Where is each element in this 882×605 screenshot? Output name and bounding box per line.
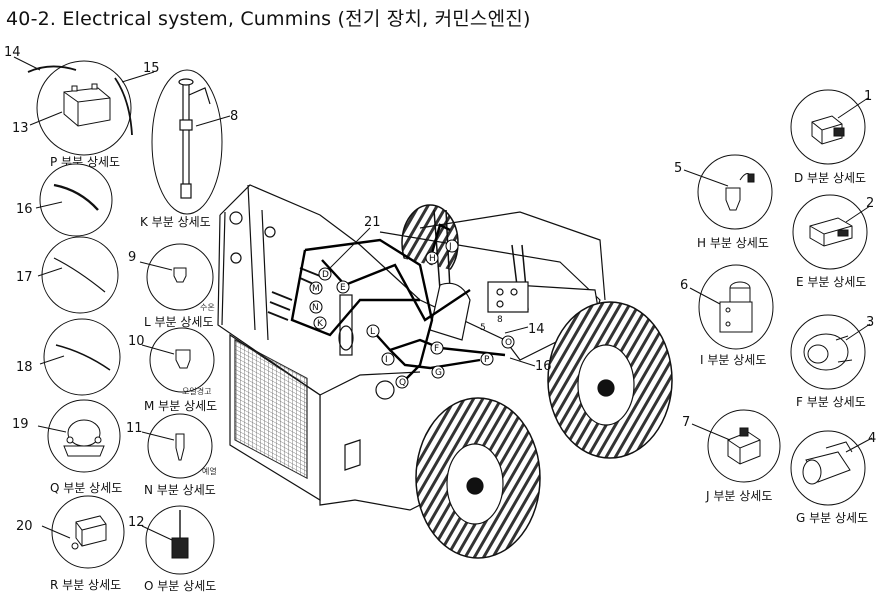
detail-h: 5 H 부분 상세도 <box>674 154 773 250</box>
callout-7: 7 <box>682 415 690 430</box>
caption-q: Q 부분 상세도 <box>50 481 122 495</box>
note-m: 오일경고 <box>182 386 211 396</box>
harness-markers <box>309 239 515 389</box>
caption-h: H 부분 상세도 <box>697 236 769 250</box>
caption-n: N 부분 상세도 <box>144 483 216 497</box>
detail-r: 20 R 부분 상세도 <box>16 495 125 592</box>
svg-text:H: H <box>429 254 436 264</box>
note-n: 예열 <box>202 466 217 476</box>
callout-16: 16 <box>16 202 33 217</box>
caption-j: J 부분 상세도 <box>705 489 772 503</box>
callout-3: 3 <box>866 315 874 330</box>
detail-q: 19 Q 부분 상세도 <box>12 399 122 495</box>
detail-j: 7 J 부분 상세도 <box>682 409 781 503</box>
detail-k: 8 K 부분 상세도 <box>140 69 238 229</box>
note-l: 수온 <box>200 303 215 312</box>
solenoid-icon <box>719 281 753 333</box>
svg-text:K: K <box>317 319 324 329</box>
detail-e: 2 E 부분 상세도 <box>792 194 874 289</box>
svg-text:I: I <box>385 355 388 365</box>
harness-marker-labels: D E J H M N K L I F G P O Q 5 8 <box>312 242 512 388</box>
detail-n: 11 예열 N 부분 상세도 <box>126 413 217 497</box>
caption-k: K 부분 상세도 <box>140 215 211 229</box>
caption-r: R 부분 상세도 <box>50 578 121 592</box>
svg-text:N: N <box>312 303 319 313</box>
starter-icon <box>802 441 853 485</box>
callout-18: 18 <box>16 360 33 375</box>
page-title: 40-2. Electrical system, Cummins (전기 장치,… <box>6 8 531 30</box>
svg-text:F: F <box>434 344 439 354</box>
main-callout-leaders <box>329 227 536 367</box>
callout-14-main: 14 <box>528 322 545 337</box>
callout-1: 1 <box>864 89 872 104</box>
callout-17: 17 <box>16 270 33 285</box>
relay-icon <box>63 419 105 457</box>
detail-l: 9 수온 L 부분 상세도 <box>128 243 215 329</box>
svg-text:E: E <box>340 283 346 293</box>
svg-text:P: P <box>484 355 490 365</box>
svg-text:G: G <box>435 368 442 378</box>
callout-10: 10 <box>128 334 145 349</box>
callout-12: 12 <box>128 515 145 530</box>
callout-21: 21 <box>364 215 381 230</box>
module-icon <box>71 515 107 550</box>
alternator-icon <box>803 333 853 371</box>
detail-18: 18 <box>16 318 121 396</box>
callout-13: 13 <box>12 121 29 136</box>
detail-17: 17 <box>16 236 119 314</box>
svg-text:O: O <box>505 338 512 348</box>
caption-e: E 부분 상세도 <box>796 275 866 289</box>
svg-text:M: M <box>312 284 320 294</box>
callout-14: 14 <box>4 45 21 60</box>
callout-15: 15 <box>143 61 160 76</box>
svg-text:Q: Q <box>399 378 406 388</box>
callout-2: 2 <box>866 196 874 211</box>
callout-16-main: 16 <box>535 359 552 374</box>
sensor-icon <box>725 173 755 211</box>
detail-f: 3 F 부분 상세도 <box>790 314 874 409</box>
relay-j-icon <box>727 427 761 465</box>
svg-text:8: 8 <box>497 315 503 325</box>
caption-o: O 부분 상세도 <box>144 579 216 593</box>
caption-g: G 부분 상세도 <box>796 511 868 525</box>
callout-8: 8 <box>230 109 238 124</box>
caption-m: M 부분 상세도 <box>144 399 217 413</box>
battery-icon <box>63 83 111 127</box>
wiring-harness <box>290 223 506 386</box>
skid-steer-loader <box>217 184 673 559</box>
caption-d: D 부분 상세도 <box>794 171 866 185</box>
callout-6: 6 <box>680 278 688 293</box>
callout-4: 4 <box>868 431 876 446</box>
caption-f: F 부분 상세도 <box>796 395 866 409</box>
detail-d: 1 D 부분 상세도 <box>790 89 872 185</box>
callout-5: 5 <box>674 161 682 176</box>
detail-o: 12 O 부분 상세도 <box>128 505 216 593</box>
svg-text:J: J <box>448 242 452 252</box>
svg-text:5: 5 <box>480 323 486 333</box>
svg-text:D: D <box>322 270 329 280</box>
callout-9: 9 <box>128 250 136 265</box>
caption-i: I 부분 상세도 <box>700 353 766 367</box>
flasher-icon <box>809 217 853 247</box>
detail-g: 4 G 부분 상세도 <box>790 430 876 525</box>
detail-m: 10 오일경고 M 부분 상세도 <box>128 327 217 413</box>
detail-i: 6 I 부분 상세도 <box>680 264 774 367</box>
fuel-sender-icon <box>178 78 211 199</box>
callout-19: 19 <box>12 417 29 432</box>
detail-16: 16 <box>16 163 113 237</box>
relay-d-icon <box>811 115 845 145</box>
callout-20: 20 <box>16 519 33 534</box>
svg-text:L: L <box>370 327 375 337</box>
caption-l: L 부분 상세도 <box>144 315 214 329</box>
callout-11: 11 <box>126 421 143 436</box>
detail-p: 14 15 13 P 부분 상세도 <box>4 45 160 169</box>
